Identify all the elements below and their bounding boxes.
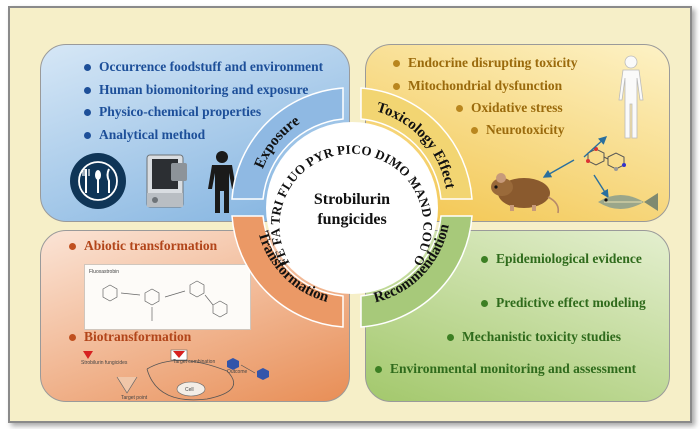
exposure-item: Occurrence foodstuff and environment	[83, 56, 323, 79]
exposure-segment	[231, 87, 344, 200]
molecule-icon	[586, 147, 626, 171]
inhaler-device-icon	[146, 154, 187, 208]
exposure-item: Analytical method	[83, 124, 323, 147]
fish-icon	[598, 193, 658, 211]
center-title-line2: fungicides	[317, 211, 386, 228]
scheme-label: Fluoxastrobin	[89, 269, 120, 275]
scheme-label: Strobilurin fungicides	[81, 360, 128, 366]
recommendation-item: Environmental monitoring and assessment	[374, 358, 636, 381]
recommendation-item: Mechanistic toxicity studies	[447, 326, 621, 349]
biotransformation-scheme-icon	[83, 349, 269, 401]
transformation-segment	[231, 215, 344, 328]
central-wheel: Exposure Toxicology Effect Transformatio…	[10, 8, 473, 328]
toxicology-list: Endocrine disrupting toxicity Mitochondr…	[366, 45, 669, 221]
recommendation-item: Epidemiological evidence	[481, 248, 642, 271]
figure-frame: Occurrence foodstuff and environment Hum…	[8, 6, 692, 423]
toxicology-item: Endocrine disrupting toxicity	[393, 52, 578, 75]
reaction-scheme-icon	[102, 280, 228, 321]
recommendation-list: Epidemiological evidence Predictive effe…	[366, 231, 669, 401]
center-title-line1: Strobilurin	[314, 191, 390, 208]
dinner-plate-icon	[70, 153, 126, 209]
scheme-label: Target combination	[173, 359, 216, 365]
toxicology-item: Mitochondrial dysfunction	[392, 75, 562, 98]
scheme-label: Cell	[185, 387, 194, 393]
exposure-list: Occurrence foodstuff and environment Hum…	[83, 56, 323, 147]
human-outline-icon	[618, 55, 644, 139]
abiotic-transformation-title: Abiotic transformation	[68, 238, 218, 253]
exposure-item: Human biomonitoring and exposure	[83, 79, 323, 102]
scheme-label: Target point	[121, 395, 148, 401]
arrow-icon	[542, 136, 609, 199]
scheme-label: Outcome	[227, 369, 248, 375]
toxicology-item: Neurotoxicity	[470, 119, 564, 142]
human-silhouette-icon	[208, 151, 236, 213]
toxicology-item: Oxidative stress	[456, 97, 563, 120]
recommendation-item: Predictive effect modeling	[481, 292, 646, 315]
recommendation-segment	[360, 215, 473, 328]
exposure-item: Physico-chemical properties	[83, 101, 323, 124]
biotransformation-title: Biotransformation	[68, 329, 192, 344]
toxicology-segment	[360, 87, 473, 200]
center-disc	[266, 122, 438, 294]
abiotic-scheme: Fluoxastrobin	[84, 264, 251, 330]
mouse-icon	[491, 173, 560, 214]
